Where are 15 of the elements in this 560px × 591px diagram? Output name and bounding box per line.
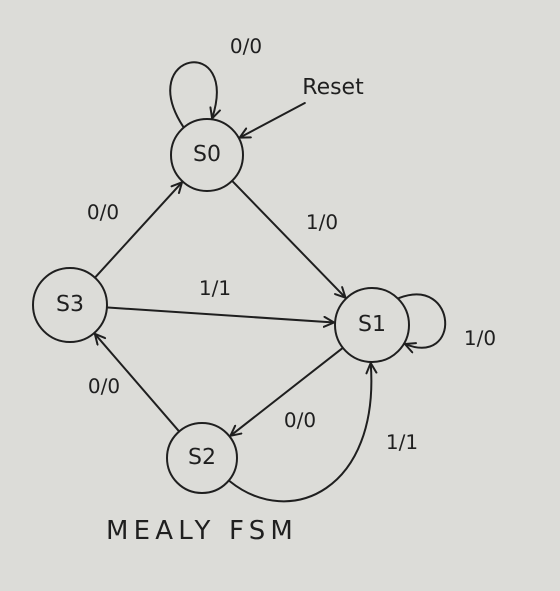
- caption: MEALY FSM: [106, 518, 298, 544]
- transition-arrow: [169, 62, 220, 128]
- transition-arrow: [94, 181, 183, 278]
- transition-arrow: [94, 332, 180, 432]
- transition-arrow: [106, 306, 336, 328]
- transition-arrow: [238, 102, 306, 139]
- transition-arrow: [228, 362, 377, 502]
- transition-arrow: [398, 294, 446, 352]
- state-label: S0: [193, 144, 221, 166]
- state-label: S2: [188, 447, 216, 469]
- transition-arrow: [232, 180, 346, 299]
- transition-arrow: [229, 347, 344, 437]
- state-label: S3: [56, 294, 84, 316]
- input-label: Reset: [297, 73, 369, 103]
- state-label: S1: [358, 314, 386, 336]
